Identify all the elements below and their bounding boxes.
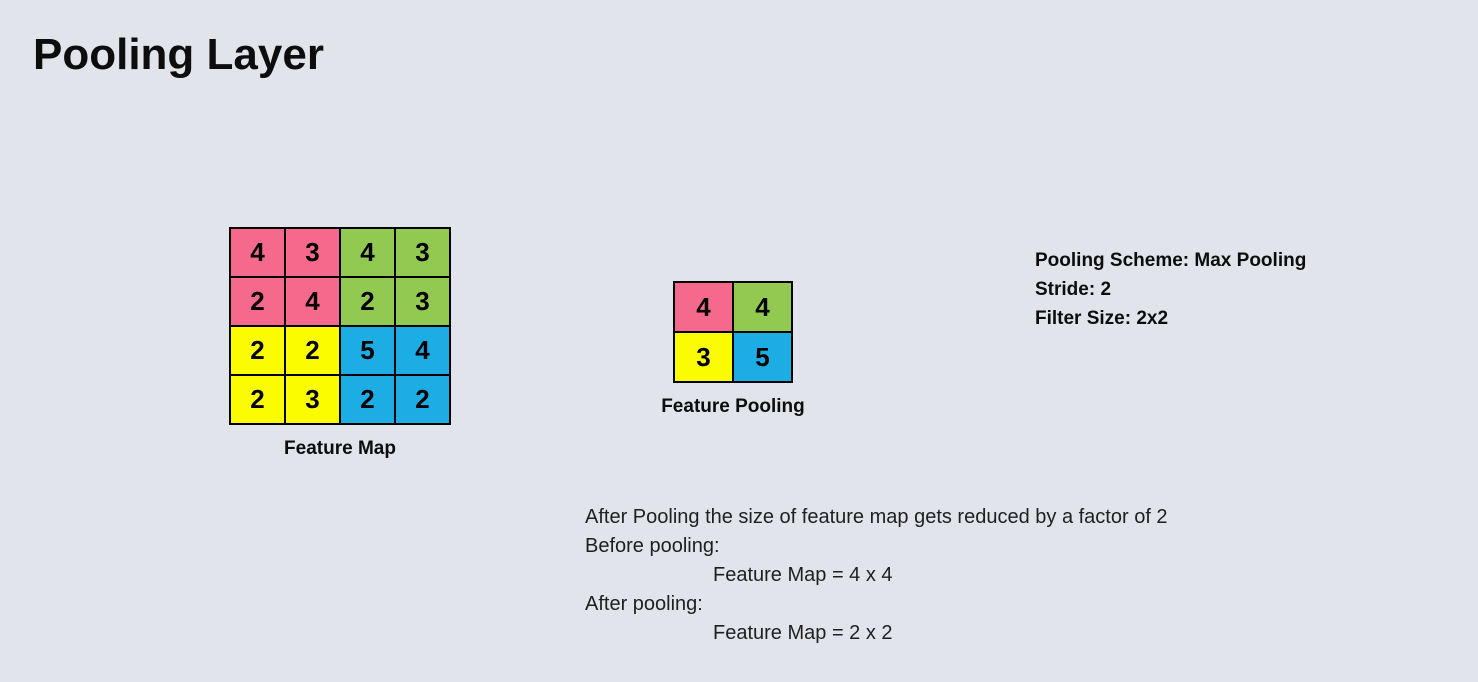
- grid-cell: 3: [395, 277, 450, 326]
- grid-cell: 4: [674, 282, 733, 332]
- pooling-info-line: Pooling Scheme: Max Pooling: [1035, 250, 1307, 271]
- description-block: After Pooling the size of feature map ge…: [585, 503, 1168, 648]
- grid-cell: 2: [340, 375, 395, 424]
- grid-cell: 3: [285, 228, 340, 277]
- grid-cell: 2: [230, 277, 285, 326]
- pooling-info-line: Stride: 2: [1035, 279, 1112, 300]
- grid-cell: 3: [395, 228, 450, 277]
- grid-cell: 4: [733, 282, 792, 332]
- grid-cell: 2: [230, 375, 285, 424]
- description-line: After Pooling the size of feature map ge…: [585, 506, 1168, 528]
- pooling-info-line: Filter Size: 2x2: [1035, 308, 1169, 329]
- grid-cell: 2: [340, 277, 395, 326]
- description-line: Before pooling:: [585, 535, 720, 557]
- feature-pooling-label: Feature Pooling: [661, 396, 805, 417]
- description-line: Feature Map = 2 x 2: [713, 622, 893, 644]
- grid-cell: 2: [230, 326, 285, 375]
- grid-cell: 4: [230, 228, 285, 277]
- grid-cell: 4: [340, 228, 395, 277]
- feature-map-label: Feature Map: [284, 438, 396, 459]
- grid-cell: 2: [285, 326, 340, 375]
- description-line: After pooling:: [585, 593, 703, 615]
- grid-cell: 5: [733, 332, 792, 382]
- grid-cell: 4: [285, 277, 340, 326]
- grid-cell: 3: [674, 332, 733, 382]
- grid-cell: 4: [395, 326, 450, 375]
- grid-cell: 2: [395, 375, 450, 424]
- description-line: Feature Map = 4 x 4: [713, 564, 893, 586]
- grid-cell: 5: [340, 326, 395, 375]
- grid-cell: 3: [285, 375, 340, 424]
- page-title: Pooling Layer: [33, 30, 324, 79]
